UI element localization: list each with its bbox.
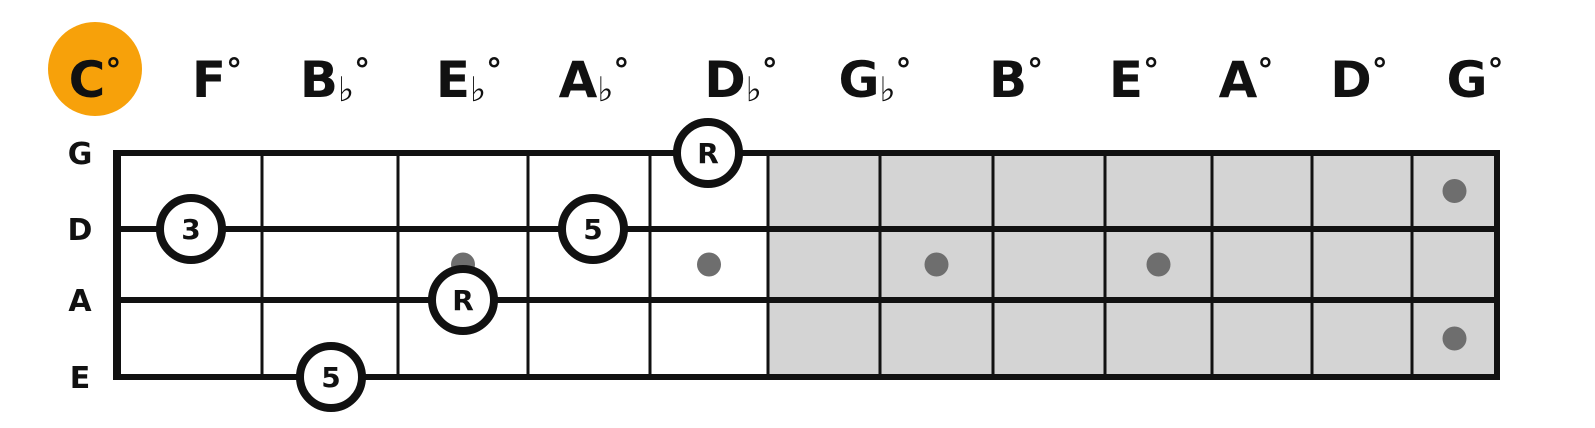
string-label-a: A <box>68 284 92 319</box>
chord-accidental: ♭ <box>470 70 486 110</box>
note-marker <box>156 194 226 264</box>
inlay-dot <box>1442 326 1467 351</box>
chord-root: A <box>1219 51 1258 109</box>
inactive-fret-region <box>768 153 1497 377</box>
string-label-g: G <box>68 137 93 172</box>
chord-root: G <box>838 51 879 109</box>
note-marker <box>558 194 628 264</box>
note-marker <box>673 118 743 188</box>
chord-name: B♭° <box>300 51 370 110</box>
chord-name: F° <box>192 51 242 109</box>
note-label: R <box>697 137 719 170</box>
chord-root: E <box>436 51 470 109</box>
chord-root: B <box>989 51 1027 109</box>
inlay-dot <box>1442 179 1467 203</box>
chord-name: B° <box>989 51 1043 109</box>
diminished-symbol: ° <box>613 51 629 89</box>
chord-accidental: ♭ <box>746 70 762 110</box>
note-label: 5 <box>321 361 340 394</box>
chord-root: D <box>1330 51 1372 109</box>
diminished-symbol: ° <box>1372 51 1388 89</box>
chord-name: A♭° <box>559 51 630 110</box>
diminished-symbol: ° <box>1027 51 1043 89</box>
chord-root: B <box>300 51 338 109</box>
chord-name: E° <box>1109 51 1159 109</box>
chord-name: G° <box>1446 51 1503 109</box>
diminished-symbol: ° <box>486 51 502 89</box>
diminished-symbol: ° <box>105 51 121 89</box>
diminished-symbol: ° <box>226 51 242 89</box>
chord-name: D° <box>1330 51 1388 109</box>
chord-root: C <box>69 51 106 109</box>
note-marker <box>428 265 498 335</box>
diminished-symbol: ° <box>1257 51 1273 89</box>
chord-accidental: ♭ <box>880 70 896 110</box>
chord-name: C° <box>69 51 122 109</box>
note-marker <box>296 342 366 412</box>
chord-name: E♭° <box>436 51 502 110</box>
inlay-dot <box>1146 252 1171 277</box>
diminished-symbol: ° <box>1143 51 1159 89</box>
note-label: 3 <box>181 213 200 246</box>
chord-accidental: ♭ <box>338 70 354 110</box>
chord-accidental: ♭ <box>597 70 613 110</box>
string-label-e: E <box>70 361 91 396</box>
inlay-dot <box>697 252 721 277</box>
diminished-symbol: ° <box>762 51 778 89</box>
string-label-d: D <box>68 213 93 248</box>
chord-root: G <box>1446 51 1487 109</box>
note-label: R <box>452 284 474 317</box>
chord-name: D♭° <box>704 51 778 110</box>
diminished-symbol: ° <box>896 51 912 89</box>
chord-name-highlight <box>48 22 142 116</box>
chord-root: A <box>559 51 598 109</box>
chord-root: E <box>1109 51 1143 109</box>
chord-name: G♭° <box>838 51 911 110</box>
chord-name: A° <box>1219 51 1274 109</box>
note-label: 5 <box>583 213 602 246</box>
diminished-symbol: ° <box>1488 51 1504 89</box>
chord-root: F <box>192 51 226 109</box>
inlay-dot <box>924 252 949 277</box>
diminished-symbol: ° <box>354 51 370 89</box>
chord-root: D <box>704 51 746 109</box>
